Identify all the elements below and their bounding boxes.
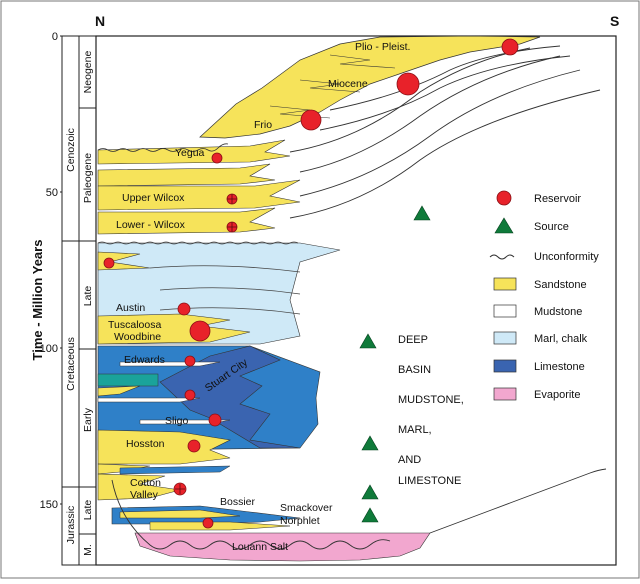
- unconformity-line: [97, 241, 299, 245]
- unit-cotton: Cotton: [130, 477, 161, 489]
- unit-smackover: Smackover: [280, 502, 333, 514]
- tick-label: 0: [52, 31, 58, 43]
- deep-basin-line: AND: [398, 454, 421, 466]
- reservoir-dot: [300, 109, 322, 131]
- limestone-band: [119, 465, 231, 475]
- reservoir-dot: [177, 302, 191, 316]
- unit-frio: Frio: [254, 119, 272, 131]
- unit-edwards: Edwards: [124, 354, 165, 366]
- deep-basin-line: MARL,: [398, 424, 432, 436]
- legend-reservoir-label: Reservoir: [534, 193, 581, 205]
- legend-unconformity-icon: [489, 254, 515, 260]
- unit-valley: Valley: [130, 489, 159, 501]
- deep-basin-line: DEEP: [398, 334, 428, 346]
- legend-evaporite-swatch: [493, 387, 517, 401]
- unit-louann-salt: Louann Salt: [232, 541, 288, 553]
- period-late-cretaceous: Late: [82, 286, 94, 307]
- legend-unconformity-label: Unconformity: [534, 251, 599, 263]
- reservoir-dot: [396, 72, 420, 96]
- reservoir-dot: [211, 152, 223, 164]
- unit-hosston: Hosston: [126, 438, 165, 450]
- teal-band: [97, 373, 159, 387]
- unit-tuscaloosa: Tuscaloosa: [108, 319, 161, 331]
- source-markers: [359, 205, 431, 523]
- source-triangle: [361, 507, 379, 523]
- legend-marl-label: Marl, chalk: [534, 333, 588, 345]
- period-early-cretaceous: Early: [82, 407, 94, 432]
- reservoir-dot: [103, 257, 115, 269]
- legend-sandstone-swatch: [493, 277, 517, 291]
- unit-austin: Austin: [116, 302, 145, 314]
- tick-label: 100: [40, 343, 58, 355]
- reservoir-dot: [184, 389, 196, 401]
- legend-mudstone-swatch: [493, 304, 517, 318]
- unit-miocene: Miocene: [328, 78, 368, 90]
- plot-box: [95, 35, 617, 566]
- era-jurassic: Jurassic: [65, 506, 77, 545]
- legend-evaporite-label: Evaporite: [534, 389, 580, 401]
- era-cenozoic: Cenozoic: [65, 128, 77, 172]
- deep-basin-label: DEEP BASIN MUDSTONE, MARL, AND LIMESTONE: [398, 334, 464, 487]
- legend-mudstone-label: Mudstone: [534, 306, 582, 318]
- deep-basin-line: MUDSTONE,: [398, 394, 464, 406]
- source-triangle: [413, 205, 431, 221]
- source-triangle: [359, 333, 377, 349]
- axis-title: Time - Million Years: [30, 240, 45, 361]
- south-label: S: [610, 13, 619, 29]
- legend-limestone-swatch: [493, 359, 517, 373]
- reservoir-dot: [184, 355, 196, 367]
- period-paleogene: Paleogene: [82, 153, 94, 203]
- unit-yegua: Yegua: [175, 147, 205, 159]
- unit-norphlet: Norphlet: [280, 515, 320, 527]
- reservoir-dot: [189, 320, 211, 342]
- unit-plio-pleist: Plio - Pleist.: [355, 41, 410, 53]
- basal-unconformity: [111, 479, 391, 550]
- reservoir-markers: [103, 38, 519, 529]
- louann-salt: [134, 532, 431, 562]
- norphlet-sandstone: [149, 521, 291, 531]
- era-cretaceous: Cretaceous: [65, 337, 77, 391]
- tuscaloosa-sandstone: [97, 313, 251, 345]
- legend-marl-swatch: [493, 331, 517, 345]
- reservoir-dot: [187, 439, 201, 453]
- legend-reservoir-icon: [496, 190, 512, 206]
- unit-bossier: Bossier: [220, 496, 256, 508]
- unconformity-line: [429, 468, 607, 534]
- legend: Reservoir Source Unconformity Sandstone …: [489, 190, 599, 401]
- deep-basin-line: LIMESTONE: [398, 475, 461, 487]
- unit-lower-wilcox: Lower - Wilcox: [116, 219, 186, 231]
- reservoir-dot: [202, 517, 214, 529]
- reservoir-dot: [208, 413, 222, 427]
- deep-basin-line: BASIN: [398, 364, 431, 376]
- reservoir-crosshair: [175, 194, 237, 494]
- clinoform-lines: [289, 45, 601, 219]
- legend-source-icon: [494, 217, 514, 234]
- reservoir-dot: [501, 38, 519, 56]
- unit-sligo: Sligo: [165, 415, 189, 427]
- period-middle-jurassic: M.: [82, 544, 94, 556]
- neogene-sandstone: [199, 35, 541, 139]
- tick-label: 150: [40, 499, 58, 511]
- unit-upper-wilcox: Upper Wilcox: [122, 192, 185, 204]
- period-late-jurassic: Late: [82, 500, 94, 521]
- source-triangle: [361, 435, 379, 451]
- unconformity-line: [97, 143, 229, 152]
- legend-sandstone-label: Sandstone: [534, 279, 587, 291]
- smackover-sandstone: [119, 509, 241, 519]
- legend-source-label: Source: [534, 221, 569, 233]
- unit-woodbine: Woodbine: [114, 331, 161, 343]
- marl-lines: [149, 265, 301, 315]
- legend-limestone-label: Limestone: [534, 361, 585, 373]
- early-cret-sandstones: [97, 385, 231, 501]
- tick-label: 50: [46, 187, 58, 199]
- period-neogene: Neogene: [82, 51, 94, 94]
- source-triangle: [361, 484, 379, 500]
- north-label: N: [95, 13, 105, 29]
